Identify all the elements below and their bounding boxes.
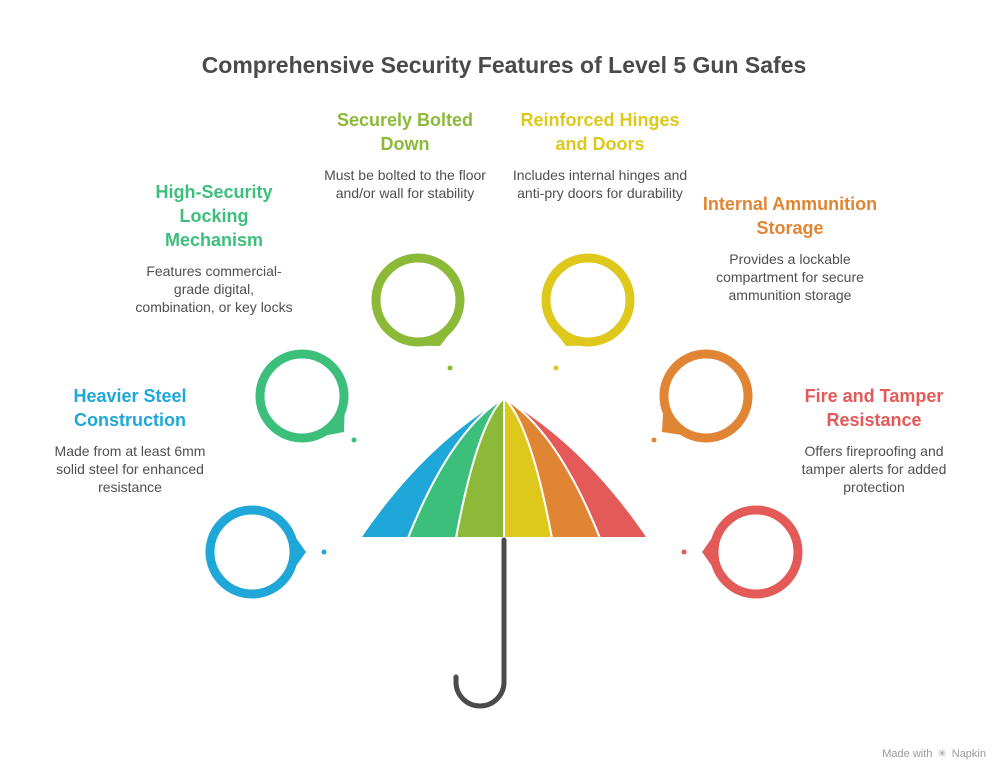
speech-bubble-reinforced-hinges bbox=[541, 253, 635, 371]
bubble-ring bbox=[659, 349, 753, 443]
feature-desc-reinforced-hinges: Includes internal hinges and anti-pry do… bbox=[512, 167, 688, 201]
connector-dot bbox=[681, 549, 687, 555]
feature-title-fire-tamper: Fire and Tamper Resistance bbox=[804, 386, 944, 430]
feature-title-bolted-down: Securely Bolted Down bbox=[336, 110, 474, 154]
speech-bubble-bolted-down bbox=[371, 253, 465, 371]
feature-fire-tamper: Fire and Tamper Resistance Offers firepr… bbox=[784, 384, 964, 496]
feature-desc-locking-mechanism: Features commercial-grade digital, combi… bbox=[135, 263, 293, 315]
page-title: Comprehensive Security Features of Level… bbox=[201, 52, 807, 78]
speech-bubbles bbox=[205, 253, 803, 599]
feature-desc-bolted-down: Must be bolted to the floor and/or wall … bbox=[324, 167, 486, 201]
speech-bubble-fire-tamper bbox=[681, 505, 803, 599]
connector-dot bbox=[447, 365, 453, 371]
feature-locking-mechanism: High-Security Locking Mechanism Features… bbox=[134, 180, 294, 316]
umbrella-shaft bbox=[453, 537, 507, 709]
watermark-brand: Napkin bbox=[951, 748, 986, 760]
feature-bolted-down: Securely Bolted Down Must be bolted to t… bbox=[322, 108, 488, 202]
napkin-logo-icon: ✳ bbox=[937, 748, 947, 760]
feature-title-reinforced-hinges: Reinforced Hinges and Doors bbox=[520, 110, 680, 154]
connector-dot bbox=[651, 437, 657, 443]
feature-desc-heavier-steel: Made from at least 6mm solid steel for e… bbox=[54, 443, 206, 495]
bubble-ring bbox=[371, 253, 465, 347]
bubble-ring bbox=[255, 349, 349, 443]
canopy-outline bbox=[358, 396, 650, 539]
umbrella-canopy bbox=[358, 395, 650, 539]
napkin-watermark[interactable]: Made with ✳ Napkin bbox=[882, 747, 986, 760]
feature-desc-fire-tamper: Offers fireproofing and tamper alerts fo… bbox=[801, 443, 947, 495]
speech-bubble-ammunition-storage bbox=[651, 349, 753, 443]
speech-bubble-locking-mechanism bbox=[255, 349, 357, 443]
connector-dot bbox=[553, 365, 559, 371]
bubble-ring bbox=[541, 253, 635, 347]
feature-reinforced-hinges: Reinforced Hinges and Doors Includes int… bbox=[510, 108, 690, 202]
feature-title-heavier-steel: Heavier Steel Construction bbox=[73, 386, 187, 430]
feature-heavier-steel: Heavier Steel Construction Made from at … bbox=[46, 384, 214, 496]
speech-bubble-heavier-steel bbox=[205, 505, 327, 599]
connector-dot bbox=[321, 549, 327, 555]
bubble-tail bbox=[295, 537, 306, 567]
watermark-prefix: Made with bbox=[882, 748, 933, 760]
bubble-ring bbox=[709, 505, 803, 599]
connector-dot bbox=[351, 437, 357, 443]
bubble-tail bbox=[702, 537, 713, 567]
bubble-ring bbox=[205, 505, 299, 599]
feature-desc-ammunition-storage: Provides a lockable compartment for secu… bbox=[716, 251, 864, 303]
feature-title-ammunition-storage: Internal Ammunition Storage bbox=[702, 194, 878, 238]
feature-title-locking-mechanism: High-Security Locking Mechanism bbox=[155, 182, 273, 250]
feature-ammunition-storage: Internal Ammunition Storage Provides a l… bbox=[700, 192, 880, 304]
umbrella-handle bbox=[453, 537, 507, 709]
